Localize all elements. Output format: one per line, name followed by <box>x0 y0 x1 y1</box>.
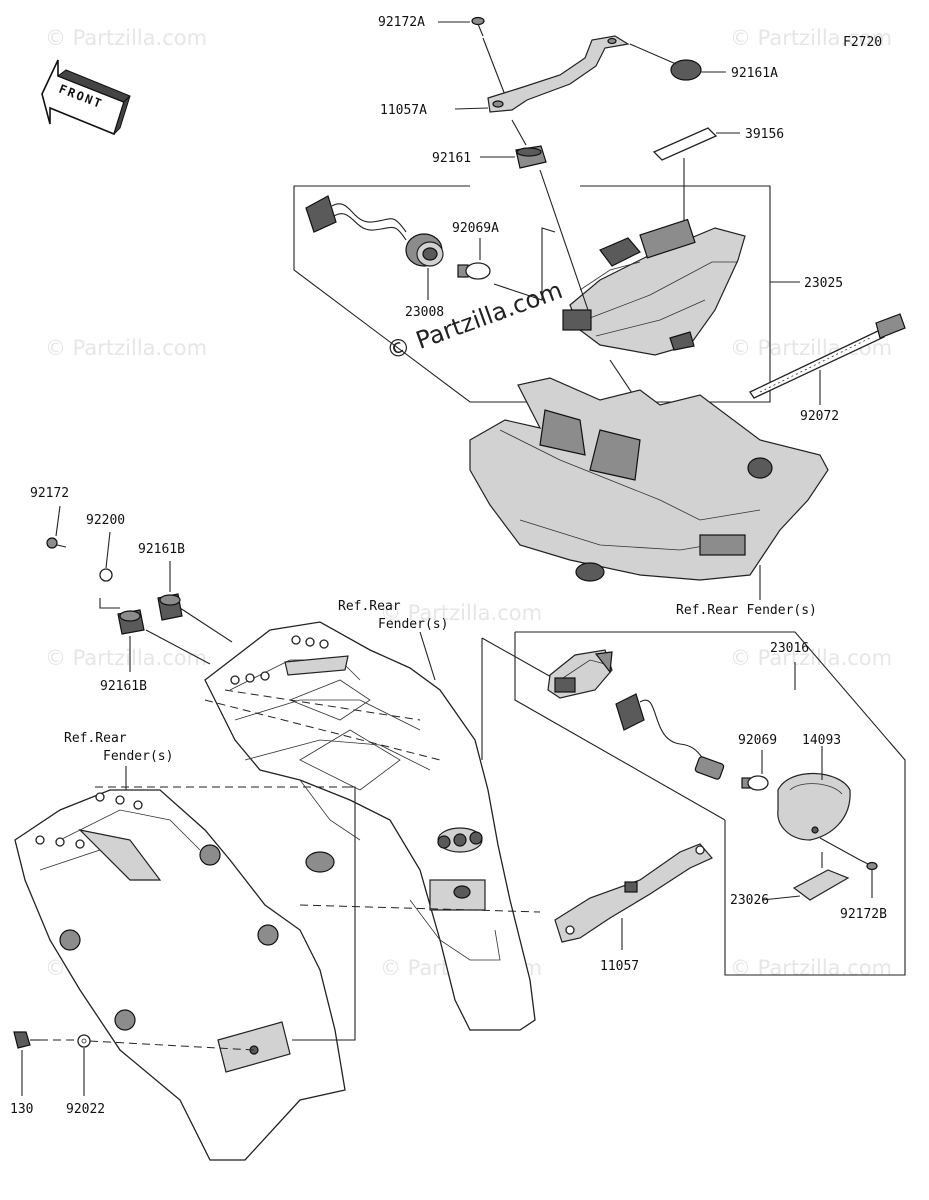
label-11057A: 11057A <box>380 103 427 118</box>
rear-fender-center <box>204 621 536 1031</box>
tail-light-assembly <box>562 218 746 356</box>
cable-tie-92072 <box>749 313 906 399</box>
watermark: © Partzilla.com <box>45 646 207 670</box>
rear-fender-left <box>14 789 346 1161</box>
label-92069: 92069 <box>738 733 777 748</box>
washer-92200 <box>99 568 113 582</box>
bolt-92172 <box>46 537 67 549</box>
watermark: © Partzilla.com <box>730 26 892 50</box>
ref-rear-fender-right: Ref.Rear Fender(s) <box>676 603 817 618</box>
label-23025: 23025 <box>804 276 843 291</box>
watermark: © Partzilla.com <box>730 646 892 670</box>
grommet-92161B-top <box>157 593 183 621</box>
label-92200: 92200 <box>86 513 125 528</box>
label-92022: 92022 <box>66 1102 105 1117</box>
pad-39156 <box>652 127 718 161</box>
screw-92172A <box>471 16 485 37</box>
license-light-housing <box>547 649 613 699</box>
label-130: 130 <box>10 1102 33 1117</box>
partzilla-watermark: © Partzilla.com <box>382 276 566 366</box>
screw-92172B <box>859 859 878 871</box>
grommet-92161B-bottom <box>117 609 145 635</box>
label-23016: 23016 <box>770 641 809 656</box>
label-92069A: 92069A <box>452 221 499 236</box>
watermark: © Partzilla.com <box>45 336 207 360</box>
bulb-92069 <box>741 775 769 791</box>
label-23008: 23008 <box>405 305 444 320</box>
front-arrow: FRONT <box>41 59 131 136</box>
lens-14093 <box>777 772 851 841</box>
grommet-92161A <box>670 59 702 81</box>
label-23026: 23026 <box>730 893 769 908</box>
label-92172B: 92172B <box>840 907 887 922</box>
figure-code: F2720 <box>843 35 882 50</box>
bulb-92069A <box>457 262 491 280</box>
socket-harness <box>615 693 725 780</box>
label-14093: 14093 <box>802 733 841 748</box>
label-92161: 92161 <box>432 151 471 166</box>
socket-23008 <box>305 195 444 267</box>
ref-rear-fender-mid-line1: Ref.Rear <box>338 599 401 614</box>
label-92172: 92172 <box>30 486 69 501</box>
washer-92022 <box>77 1034 91 1048</box>
label-92172A: 92172A <box>378 15 425 30</box>
watermark: © Partzilla.com <box>380 601 542 625</box>
label-39156: 39156 <box>745 127 784 142</box>
grommet-92161 <box>515 145 547 169</box>
ref-rear-fender-mid-line2: Fender(s) <box>378 617 448 632</box>
lens-23026 <box>792 869 850 901</box>
ref-rear-fender-left-line1: Ref.Rear <box>64 731 127 746</box>
bolt-130 <box>13 1031 40 1049</box>
label-92072: 92072 <box>800 409 839 424</box>
label-92161A: 92161A <box>731 66 778 81</box>
ref-rear-fender-left-line2: Fender(s) <box>103 749 173 764</box>
label-92161B-top: 92161B <box>138 542 185 557</box>
rear-fender-housing <box>469 377 829 582</box>
watermark: © Partzilla.com <box>730 956 892 980</box>
bracket-11057A <box>487 35 630 113</box>
bracket-11057 <box>554 843 713 943</box>
label-11057: 11057 <box>600 959 639 974</box>
label-92161B-bottom: 92161B <box>100 679 147 694</box>
watermark: © Partzilla.com <box>45 26 207 50</box>
